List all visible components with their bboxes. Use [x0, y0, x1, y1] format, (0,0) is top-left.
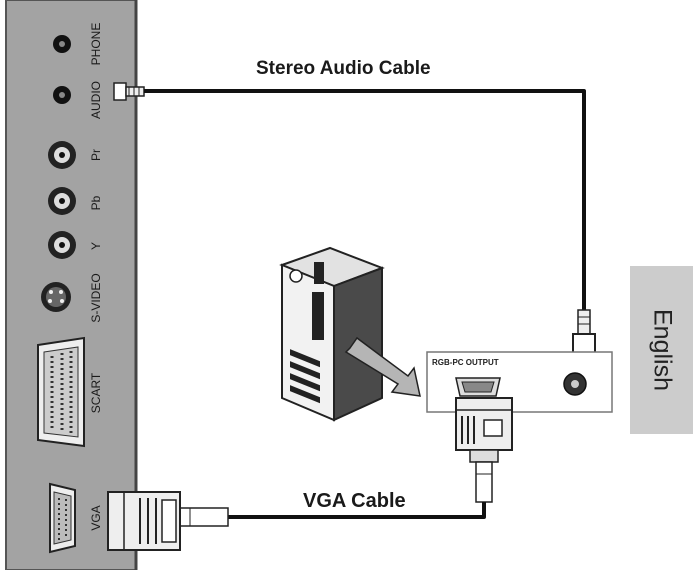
- svideo-jack-icon: [41, 282, 71, 312]
- port-label-vga: VGA: [89, 505, 103, 530]
- pc-tower-icon: [279, 246, 385, 422]
- port-label-y: Y: [89, 242, 103, 250]
- pb-rca-jack-icon: [48, 187, 76, 215]
- port-label-scart: SCART: [89, 372, 103, 413]
- arrow-icon: [344, 336, 421, 397]
- vga-cable-label: VGA Cable: [303, 490, 406, 512]
- audio-jack-icon: [53, 86, 71, 104]
- pr-rca-jack-icon: [48, 141, 76, 169]
- stereo-audio-cable-label: Stereo Audio Cable: [256, 58, 431, 79]
- port-label-pr: Pr: [89, 149, 103, 161]
- port-label-svideo: S-VIDEO: [89, 273, 103, 322]
- phone-jack-icon: [53, 35, 71, 53]
- language-tab-label: English: [648, 309, 676, 391]
- pc-vga-plug-icon: [455, 397, 513, 503]
- port-label-phone: PHONE: [89, 23, 103, 66]
- vga-cable: [107, 491, 486, 551]
- scart-connector-icon: [37, 336, 85, 448]
- language-tab: English: [630, 266, 693, 434]
- rgb-pc-output-label: RGB-PC OUTPUT: [432, 358, 499, 367]
- port-label-pb: Pb: [89, 195, 103, 210]
- y-rca-jack-icon: [48, 231, 76, 259]
- port-label-audio: AUDIO: [89, 81, 103, 119]
- vga-port-icon: [49, 482, 76, 554]
